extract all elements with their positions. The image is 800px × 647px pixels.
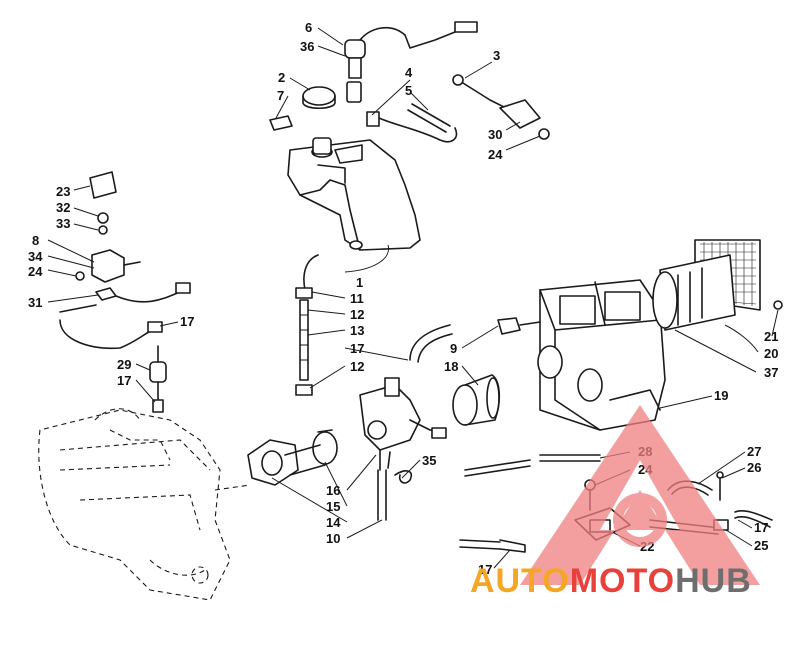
callout-10: 10 bbox=[326, 531, 340, 546]
inline-filter bbox=[149, 345, 167, 413]
tank-hose bbox=[366, 103, 458, 143]
callout-24: 24 bbox=[28, 264, 43, 279]
callout-20: 20 bbox=[764, 346, 778, 361]
vent-hose bbox=[409, 324, 453, 363]
filter-bracket bbox=[59, 171, 191, 350]
callout-5: 5 bbox=[405, 83, 412, 98]
callout-1: 1 bbox=[356, 275, 363, 290]
callout-27: 27 bbox=[747, 444, 761, 459]
watermark-text: AUTOMOTOHUB bbox=[470, 562, 752, 600]
intake-screen bbox=[652, 239, 783, 331]
callout-32: 32 bbox=[56, 200, 70, 215]
callout-6: 6 bbox=[305, 20, 312, 35]
carburetor bbox=[359, 377, 447, 484]
callout-23: 23 bbox=[56, 184, 70, 199]
callout-17: 17 bbox=[478, 562, 492, 577]
callout-37: 37 bbox=[764, 365, 778, 380]
callout-17: 17 bbox=[754, 520, 768, 535]
callout-18: 18 bbox=[444, 359, 458, 374]
watermark-ring-icon bbox=[613, 493, 667, 547]
callout-9: 9 bbox=[450, 341, 457, 356]
callout-16: 16 bbox=[326, 483, 340, 498]
oil-tank bbox=[287, 137, 421, 251]
engine-block bbox=[38, 408, 251, 601]
watermark-auto: AUTO bbox=[470, 562, 570, 600]
callout-35: 35 bbox=[422, 453, 436, 468]
watermark-moto: MOTO bbox=[570, 562, 675, 600]
callout-25: 25 bbox=[754, 538, 768, 553]
callout-19: 19 bbox=[714, 388, 728, 403]
callout-13: 13 bbox=[350, 323, 364, 338]
callout-36: 36 bbox=[300, 39, 314, 54]
tank-bracket bbox=[452, 74, 550, 140]
callout-31: 31 bbox=[28, 295, 42, 310]
air-silencer bbox=[537, 279, 666, 431]
callout-24: 24 bbox=[488, 147, 503, 162]
callout-8: 8 bbox=[32, 233, 39, 248]
callout-30: 30 bbox=[488, 127, 502, 142]
callout-2: 2 bbox=[278, 70, 285, 85]
filler-cap bbox=[302, 86, 336, 110]
callout-17: 17 bbox=[117, 373, 131, 388]
oil-line bbox=[295, 254, 319, 396]
watermark-hub: HUB bbox=[675, 562, 752, 600]
intake-boot bbox=[452, 374, 501, 426]
gasket bbox=[269, 115, 293, 131]
callout-26: 26 bbox=[747, 460, 761, 475]
drain-hose bbox=[377, 469, 387, 521]
callout-7: 7 bbox=[277, 88, 284, 103]
callout-17: 17 bbox=[350, 341, 364, 356]
callout-21: 21 bbox=[764, 329, 778, 344]
callout-34: 34 bbox=[28, 249, 43, 264]
callout-29: 29 bbox=[117, 357, 131, 372]
callout-12: 12 bbox=[350, 307, 364, 322]
intake-flange bbox=[247, 439, 326, 486]
watermark bbox=[520, 405, 760, 585]
callout-14: 14 bbox=[326, 515, 341, 530]
intake-clamp bbox=[312, 429, 338, 465]
callout-33: 33 bbox=[56, 216, 70, 231]
callout-17: 17 bbox=[180, 314, 194, 329]
callout-4: 4 bbox=[405, 65, 413, 80]
oil-sensor bbox=[344, 21, 478, 103]
callout-12: 12 bbox=[350, 359, 364, 374]
callout-15: 15 bbox=[326, 499, 340, 514]
callout-11: 11 bbox=[350, 291, 364, 306]
clip bbox=[497, 317, 541, 335]
callout-3: 3 bbox=[493, 48, 500, 63]
